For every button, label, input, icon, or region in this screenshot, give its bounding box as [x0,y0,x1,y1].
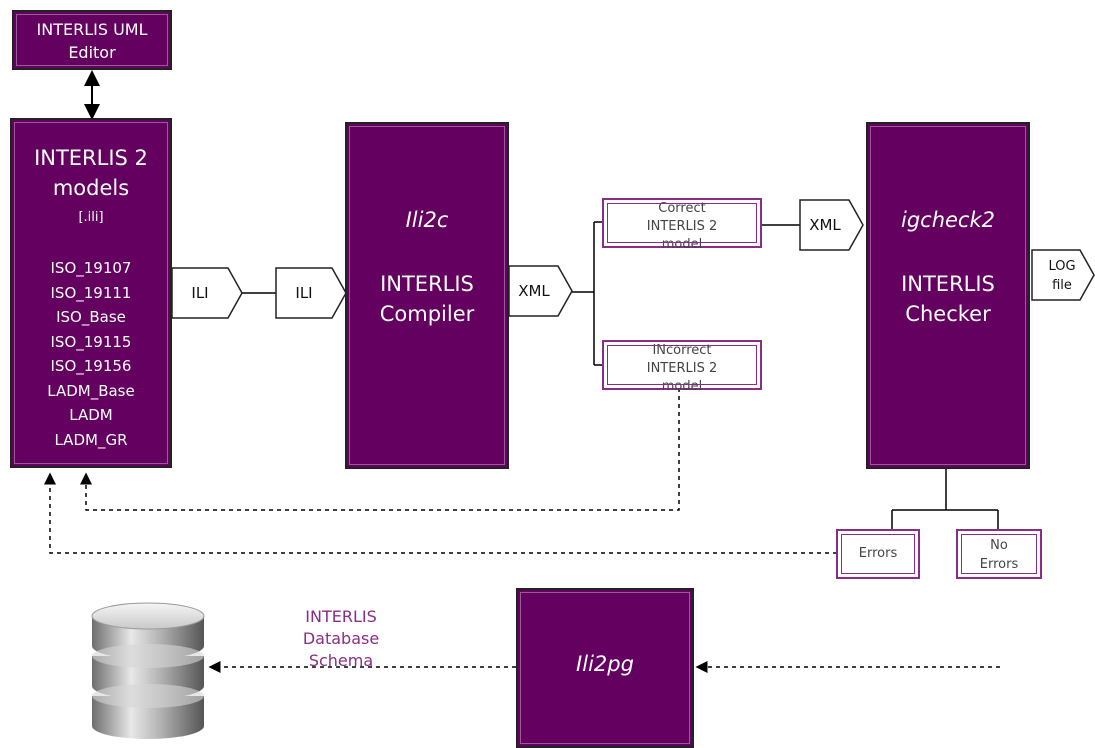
checker-tool-name: igcheck2 [900,208,995,232]
compiler-line2: Compiler [379,302,475,326]
models-title1: INTERLIS 2 [34,146,148,170]
errors-feedback-arrow [44,472,837,554]
compiler-tool-name: Ili2c [405,208,449,232]
incorrect-model-box: INcorrect INTERLIS 2 model [602,340,762,394]
model-item: LADM_GR [54,430,128,449]
compiler-line1: INTERLIS [380,272,474,296]
model-item: ISO_19107 [50,259,132,277]
model-item: LADM [69,406,113,424]
database-icon [91,602,205,739]
incorrect-feedback-arrow [80,388,680,511]
model-item: ISO_19111 [50,283,132,302]
xml-out-tag [508,265,573,317]
compiler-box: Ili2c INTERLIS Compiler [345,122,509,469]
log-file-tag [1031,249,1095,301]
model-item: ISO_19115 [50,332,132,351]
correct-model-box: Correct INTERLIS 2 model [602,198,762,252]
uml-editor-line2: Editor [68,43,116,62]
model-item: LADM_Base [47,381,135,400]
checker-box: igcheck2 INTERLIS Checker [866,122,1030,469]
model-item: ISO_19156 [50,357,132,375]
ili2pg-tool-name: Ili2pg [576,652,634,676]
checker-line2: Checker [905,302,991,326]
checker-line1: INTERLIS [901,272,995,296]
models-title2: models [52,176,130,200]
ili-in-tag [275,267,347,319]
uml-editor-line1: INTERLIS UML [36,20,148,39]
db-schema-label: INTERLIS Database Schema [302,607,380,670]
xml-in-label: XML [809,216,841,234]
no-errors-box: No Errors [956,529,1042,579]
ili-in-label: ILI [295,284,313,302]
ili-out-label: ILI [191,284,209,302]
xml-in-tag [799,199,864,251]
errors-box: Errors [836,529,920,579]
ili-out-tag [171,267,243,319]
xml-out-label: XML [518,282,550,300]
models-ext: [.ili] [78,210,104,225]
uml-editor-box: INTERLIS UML Editor [12,10,172,70]
model-item: ISO_Base [56,308,126,326]
ili2pg-box: Ili2pg [516,588,694,748]
